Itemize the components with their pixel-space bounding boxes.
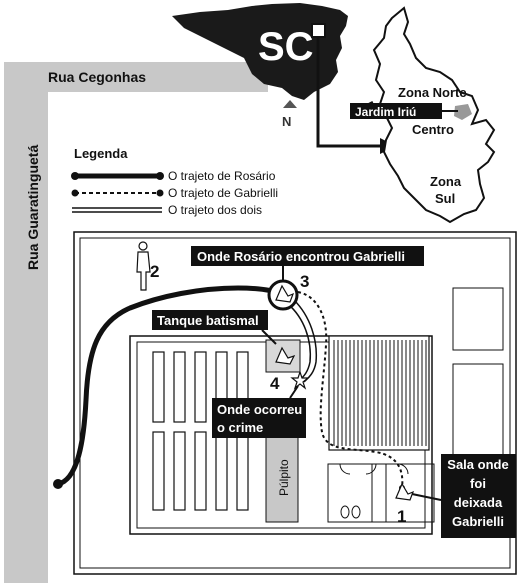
north-label: N [282, 114, 291, 129]
callout-met-box [191, 246, 424, 266]
street-label-rua-guaratingueta: Rua Guaratinguetá [25, 145, 41, 270]
markers: 1 2 3 4 [150, 262, 406, 526]
figure-icon [275, 284, 295, 303]
door-arc-1 [339, 463, 351, 475]
figure-icon [275, 346, 296, 365]
nave-outer [129, 335, 433, 535]
route-gabrielli [297, 291, 404, 489]
jardim-iriu-badge [350, 103, 442, 119]
stage [328, 335, 430, 451]
legend-label-both: O trajeto dos dois [168, 203, 262, 217]
marker-4: 4 [270, 374, 280, 393]
route-both-a [287, 303, 312, 381]
legend-title: Legenda [74, 146, 128, 161]
building-outer-wall [73, 231, 517, 575]
centro-label: Centro [412, 122, 454, 137]
legend-dot-rosario-start [71, 172, 79, 180]
locator-box [311, 23, 326, 38]
pulpit-label: Púlpito [277, 459, 291, 496]
state-label: SC [258, 25, 314, 69]
route-rosario-start-dot [53, 479, 63, 489]
pew [194, 431, 207, 511]
callout-tank-text: Tanque batismal [157, 313, 259, 328]
zone-norte-label: Zona Norte [398, 85, 467, 100]
legend-dot-gabrielli-end [156, 189, 164, 197]
callout-met-text: Onde Rosário encontrou Gabrielli [197, 249, 405, 264]
right-room-lower [452, 363, 504, 457]
city-map: Zona Norte Jardim Iriú Centro Zona Sul [350, 6, 496, 224]
zona-sul-label-1: Zona [430, 174, 462, 189]
crime-star-icon [290, 370, 310, 390]
back-rooms [327, 463, 435, 523]
back-room-left [327, 463, 373, 523]
pew [173, 351, 186, 423]
marker-2: 2 [150, 262, 159, 281]
meeting-point [267, 279, 299, 311]
jardim-iriu-highlight [454, 104, 472, 120]
callout-tank-box [152, 310, 268, 330]
pews [152, 351, 249, 511]
legend-dot-rosario-end [156, 172, 164, 180]
pew [173, 431, 186, 511]
callouts: Onde Rosário encontrou Gabrielli Tanque … [152, 246, 516, 538]
jardim-iriu-label: Jardim Iriú [355, 105, 416, 119]
pew [152, 431, 165, 511]
figure-icon [395, 482, 415, 501]
callout-room-leader [411, 493, 442, 501]
door-arc-2 [365, 463, 377, 475]
north-arrow-icon [283, 100, 297, 108]
callout-crime-text-1: Onde ocorreu [217, 402, 302, 417]
floor-plan [73, 231, 517, 575]
state-shape [172, 3, 348, 100]
zona-sul-label-2: Sul [435, 191, 455, 206]
callout-room-text-1: Sala onde [447, 457, 508, 472]
callout-crime-text-2: o crime [217, 420, 263, 435]
legend-dot-gabrielli-start [71, 189, 79, 197]
callout-crime-box [212, 398, 306, 438]
streets: Rua Cegonhas Rua Guaratinguetá [4, 62, 268, 583]
person-icon [136, 241, 151, 291]
callout-room-text-4: Gabrielli [452, 514, 504, 529]
pew [194, 351, 207, 423]
callout-room-box [441, 454, 516, 538]
callout-room-text-3: deixada [454, 495, 503, 510]
callout-room-text-2: foi [470, 476, 486, 491]
pew [236, 431, 249, 511]
route-rosario [55, 285, 285, 487]
legend-label-gabrielli: O trajeto de Gabrielli [168, 186, 278, 200]
legend-label-rosario: O trajeto de Rosário [168, 169, 276, 183]
street-label-rua-cegonhas: Rua Cegonhas [48, 69, 146, 85]
locator-line [316, 37, 382, 148]
building-inner-wall [79, 237, 511, 569]
baptism-tank [265, 339, 301, 373]
marker-3: 3 [300, 272, 309, 291]
back-room-mid [371, 463, 387, 523]
pew [215, 431, 228, 511]
legend: Legenda O trajeto de Rosário O trajeto d… [71, 146, 278, 217]
callout-crime-leader [289, 385, 299, 399]
marker-1: 1 [397, 507, 406, 526]
callout-tank-leader [261, 329, 277, 345]
door-arc-3 [397, 463, 409, 475]
back-room-right [385, 463, 435, 523]
toilet-icon [340, 505, 361, 519]
right-room-upper [452, 287, 504, 351]
street-surface [4, 62, 268, 583]
pew [152, 351, 165, 423]
stage-hatching [333, 340, 427, 446]
